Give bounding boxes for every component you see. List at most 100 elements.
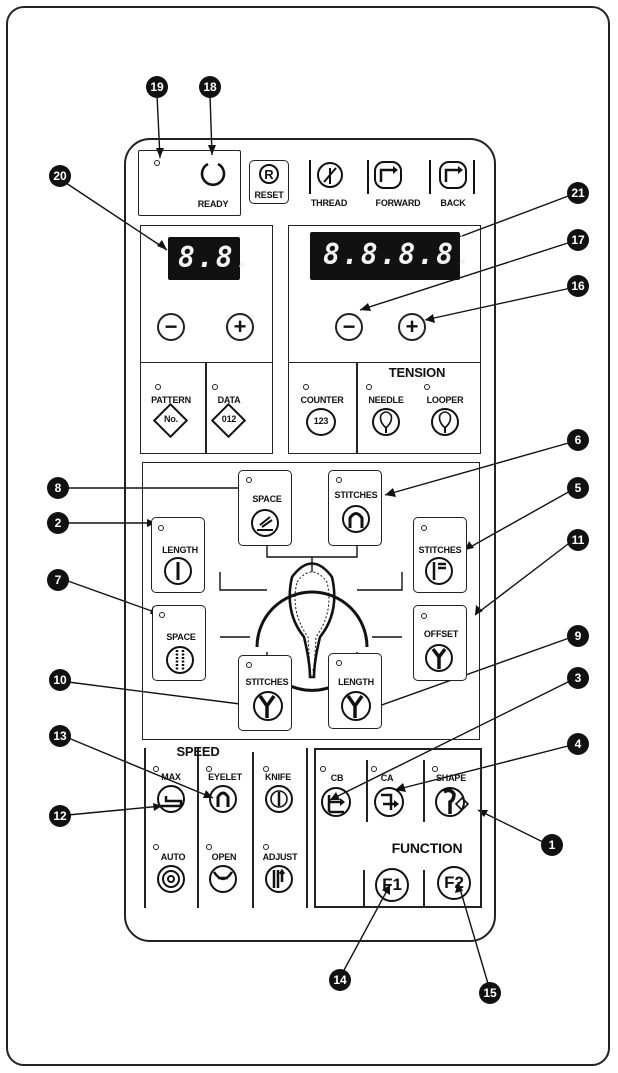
callout-4: 4 [567, 733, 589, 755]
eyelet-label: EYELET [208, 772, 242, 782]
looper-tension-icon[interactable] [431, 407, 459, 437]
counter-icon: 123 [313, 416, 329, 426]
needle-tension-icon[interactable] [372, 407, 400, 437]
stitches-right-label: STITCHES [418, 545, 462, 555]
right-plus-button[interactable]: + [398, 313, 426, 341]
forward-label: FORWARD [375, 198, 421, 208]
ready-icon[interactable] [198, 160, 228, 190]
open-icon[interactable] [208, 864, 238, 894]
callout-14: 14 [329, 969, 351, 991]
divider [366, 760, 368, 822]
callout-21: 21 [567, 182, 589, 204]
thread-icon[interactable] [308, 160, 348, 194]
max-label: MAX [161, 772, 181, 782]
divider [423, 870, 425, 908]
left-display-digits: 8.8. [178, 241, 254, 274]
stitches-bottom-led [246, 662, 252, 668]
open-label: OPEN [211, 852, 237, 862]
stitches-top-led [336, 477, 342, 483]
callout-18: 18 [199, 76, 221, 98]
max-led [153, 766, 159, 772]
callout-8: 8 [47, 477, 69, 499]
pattern-label: PATTERN [151, 395, 191, 405]
length-left-icon [164, 557, 192, 585]
length-bottom-icon [341, 691, 371, 721]
looper-label: LOOPER [426, 395, 464, 405]
left-minus-button[interactable]: − [157, 313, 185, 341]
knife-icon[interactable] [264, 784, 294, 814]
divider [363, 870, 365, 908]
reset-label: RESET [254, 190, 284, 200]
pattern-led [155, 384, 161, 390]
ready-led [154, 160, 160, 166]
adjust-led [263, 844, 269, 850]
reset-icon: R [259, 164, 279, 184]
callout-20: 20 [49, 165, 71, 187]
max-icon[interactable] [156, 784, 186, 814]
ca-led [371, 766, 377, 772]
shape-icon[interactable] [434, 786, 476, 818]
eyelet-led [206, 766, 212, 772]
adjust-label: ADJUST [262, 852, 298, 862]
back-icon[interactable] [428, 158, 476, 194]
divider [197, 748, 199, 908]
left-plus-button[interactable]: + [226, 313, 254, 341]
counter-led [303, 384, 309, 390]
callout-16: 16 [567, 275, 589, 297]
right-minus-button[interactable]: − [335, 313, 363, 341]
knife-led [263, 766, 269, 772]
ready-box [138, 150, 241, 216]
space-left-label: SPACE [166, 632, 196, 642]
ca-icon[interactable] [373, 786, 405, 818]
space-top-icon [251, 509, 279, 537]
stitches-bottom-label: STITCHES [245, 677, 289, 687]
callout-6: 6 [567, 429, 589, 451]
data-led [212, 384, 218, 390]
space-top-led [246, 477, 252, 483]
f2-button[interactable]: F2 [437, 866, 471, 900]
ca-label: CA [380, 773, 394, 783]
f1-button[interactable]: F1 [375, 868, 409, 902]
callout-2: 2 [47, 512, 69, 534]
adjust-icon[interactable] [264, 864, 294, 894]
callout-10: 10 [49, 669, 71, 691]
stitch-connector-lines [219, 542, 403, 692]
stitches-right-icon [425, 557, 453, 585]
forward-icon[interactable] [366, 158, 406, 194]
counter-tension-box [288, 362, 481, 454]
divider [306, 748, 308, 908]
offset-icon [425, 644, 453, 672]
space-top-label: SPACE [252, 494, 282, 504]
shape-led [432, 766, 438, 772]
ready-label: READY [197, 199, 229, 209]
thread-label: THREAD [310, 198, 348, 208]
cb-icon[interactable] [320, 786, 352, 818]
shape-label: SHAPE [435, 773, 467, 783]
control-panel [124, 138, 496, 942]
stitch-settings-box [142, 462, 480, 740]
needle-label: NEEDLE [368, 395, 404, 405]
auto-label: AUTO [160, 852, 186, 862]
space-left-led [159, 612, 165, 618]
callout-13: 13 [49, 725, 71, 747]
callout-19: 19 [146, 76, 168, 98]
auto-icon[interactable] [156, 864, 186, 894]
callout-11: 11 [567, 529, 589, 551]
stitches-right-led [421, 525, 427, 531]
callout-12: 12 [49, 805, 71, 827]
counter-button[interactable] [306, 408, 336, 436]
divider [252, 752, 254, 908]
cb-led [320, 766, 326, 772]
tension-title: TENSION [388, 365, 446, 380]
callout-9: 9 [567, 625, 589, 647]
offset-led [421, 613, 427, 619]
speed-title: SPEED [176, 744, 220, 759]
divider [205, 362, 207, 454]
left-display [168, 237, 240, 280]
stitches-top-button[interactable] [328, 470, 382, 546]
stitches-bottom-icon [253, 691, 283, 721]
callout-1: 1 [541, 834, 563, 856]
divider [423, 760, 425, 822]
offset-label: OFFSET [423, 629, 459, 639]
eyelet-icon[interactable] [208, 784, 238, 814]
